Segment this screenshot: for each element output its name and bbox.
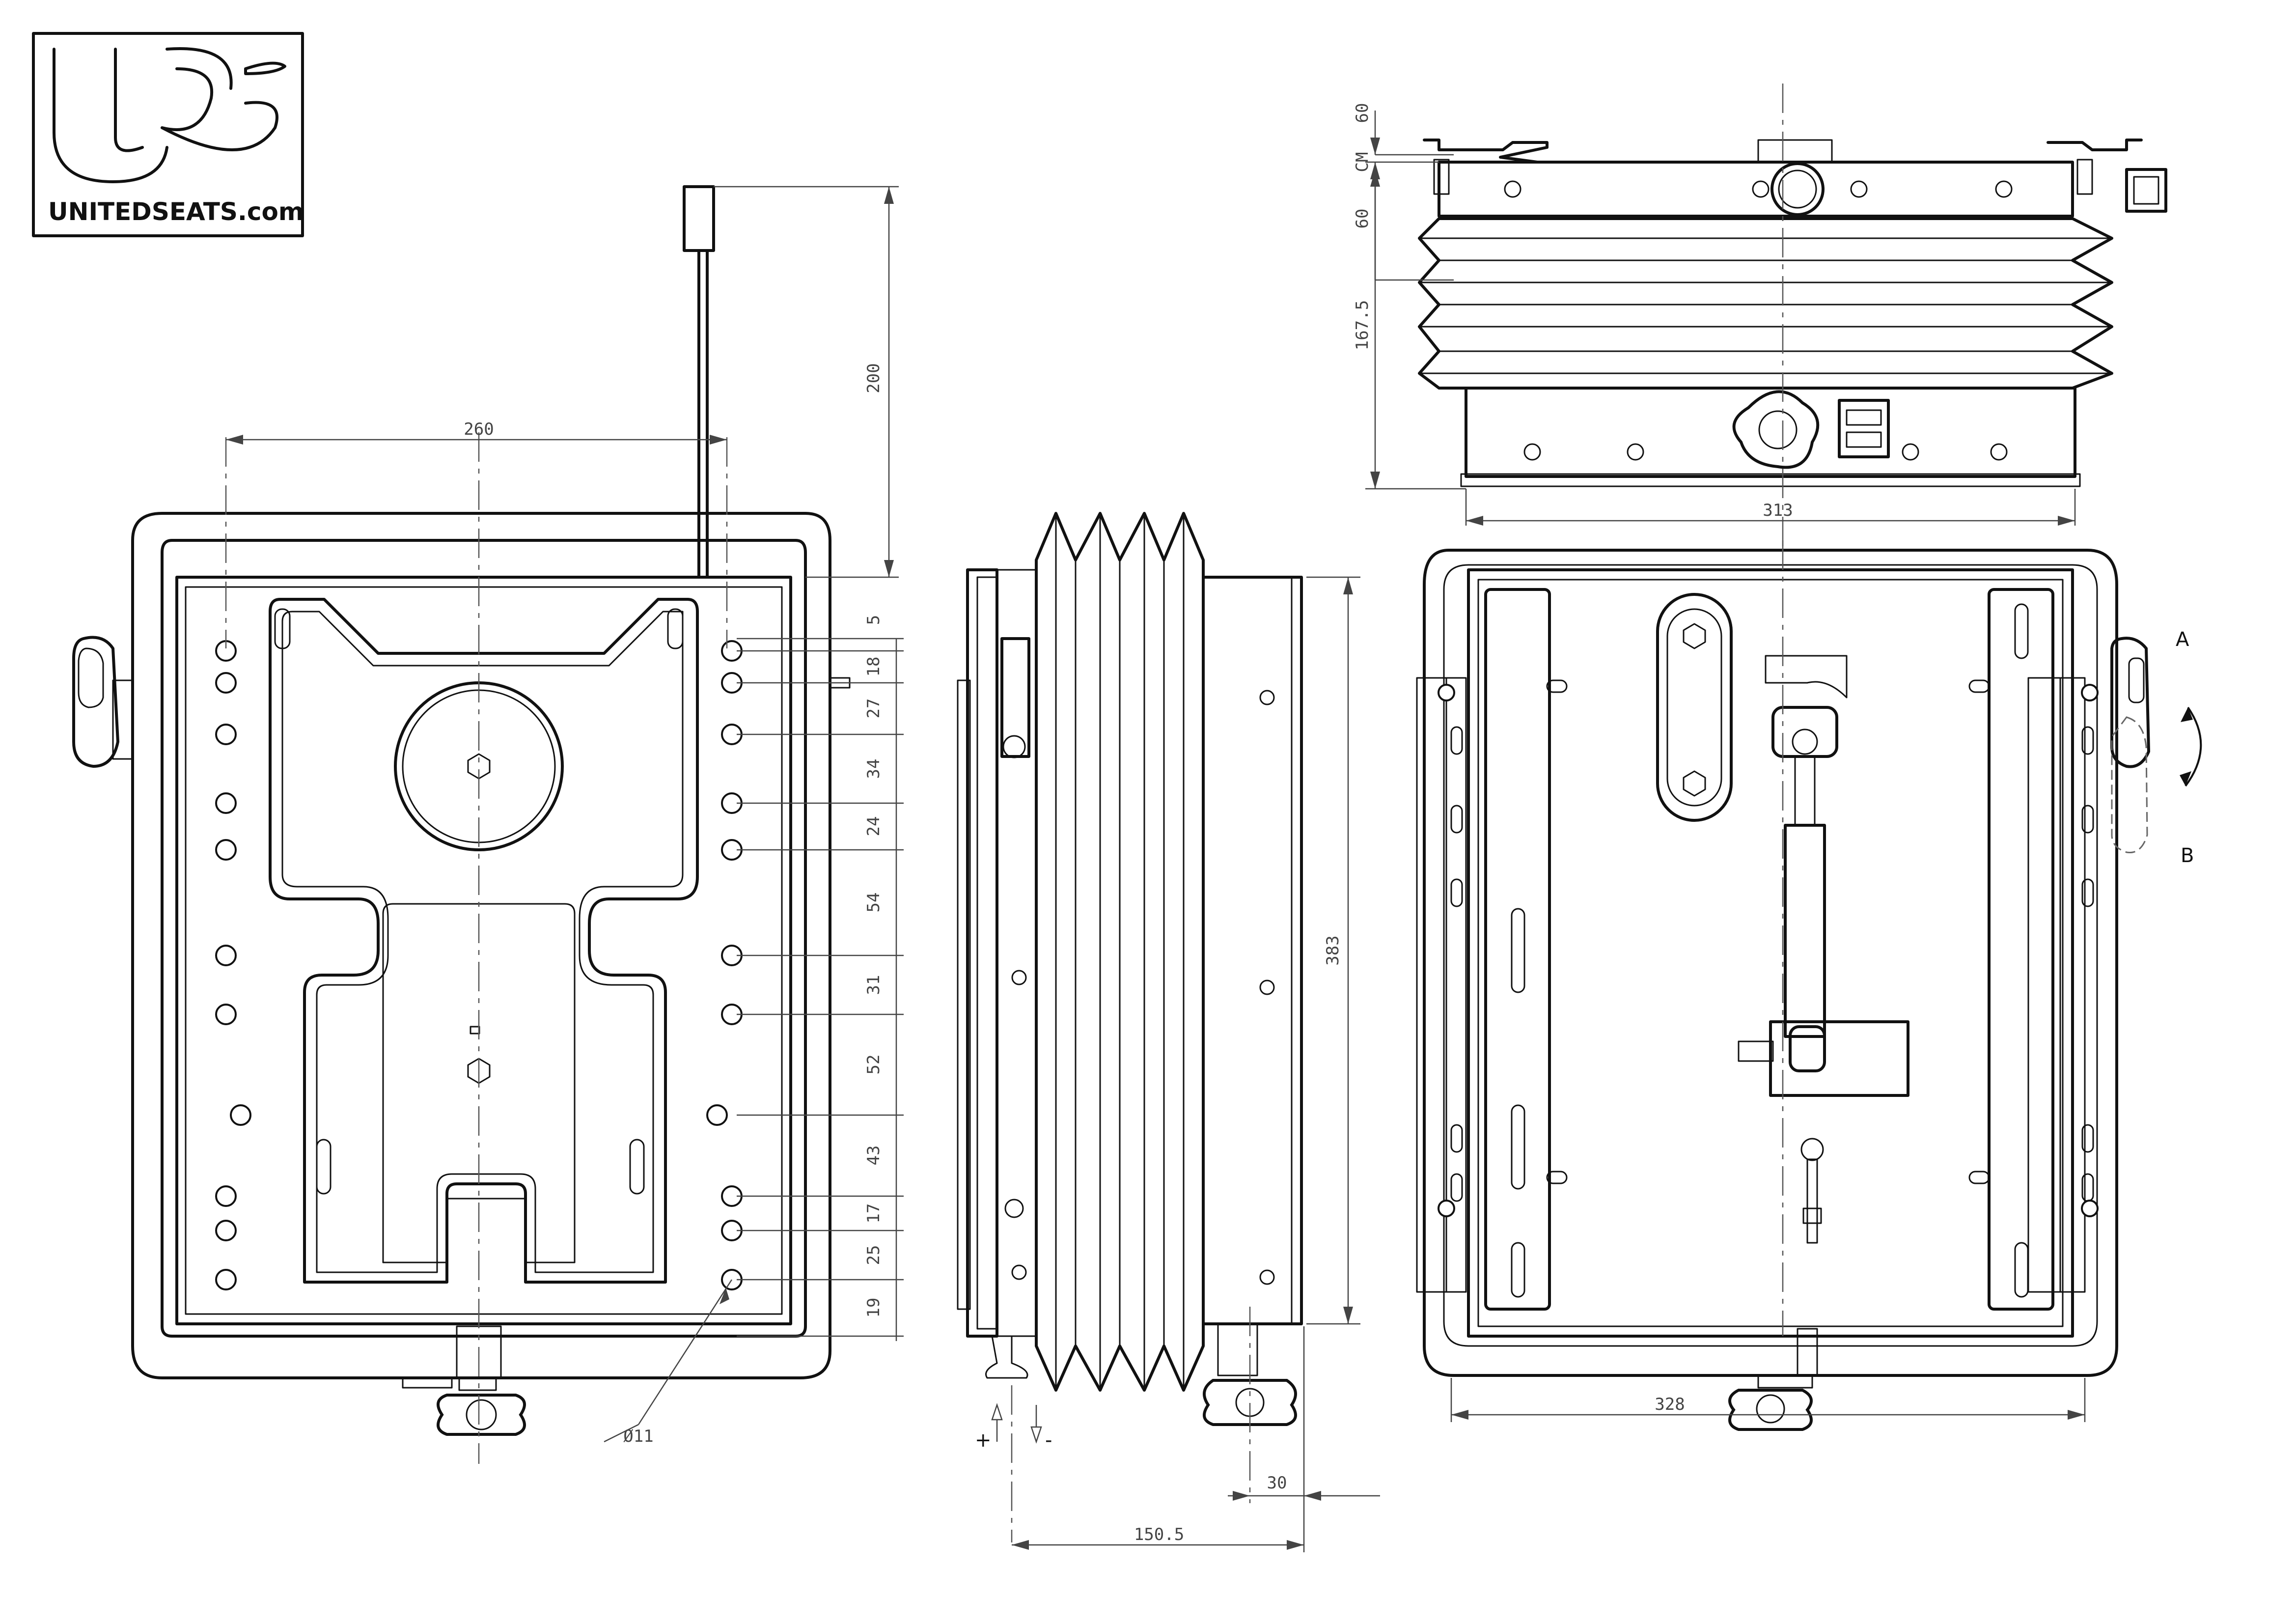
side-view: + - 383 30 150.5 [957,512,1380,1552]
step-dim-1: 18 [864,657,884,677]
step-dim-3: 34 [864,759,884,779]
dim-top-60-a: 60 [1353,103,1372,123]
dim-offset-30: 30 [1267,1473,1287,1493]
front-view: 167.5 60 CM 60 313 [1353,84,2167,550]
rail-slots [1450,603,2094,1298]
step-dim-ticks [737,638,904,1337]
step-dim-5: 54 [864,893,884,913]
step-dim-4: 24 [864,816,884,837]
dim-stroke-label: CM [1353,152,1372,172]
step-dim-7: 52 [864,1055,884,1075]
dim-width-328: 328 [1655,1395,1685,1414]
dim-top-60-b: 60 [1353,209,1372,229]
bottom-view: A B 328 [1416,540,2202,1431]
unitedseats-logo: UNITEDSEATS.com [32,32,304,237]
adjust-minus: - [1045,1429,1052,1452]
step-dim-2: 27 [864,699,884,719]
adjust-plus: + [975,1429,992,1452]
label-a: A [2176,628,2189,651]
dim-width-260: 260 [464,420,494,439]
step-dim-11: 19 [864,1298,884,1318]
step-dim-0: 5 [864,615,884,625]
mounting-holes-left [215,640,251,1290]
mounting-holes-right [706,640,743,1290]
dim-height-167-5: 167.5 [1353,300,1372,350]
dim-height-383: 383 [1323,935,1343,965]
dim-rod-200: 200 [864,363,884,393]
logo-text: UNITEDSEATS.com [48,197,304,226]
dim-depth-150-5: 150.5 [1134,1525,1184,1544]
step-dim-8: 43 [864,1146,884,1166]
dim-width-313: 313 [1763,501,1793,520]
top-view: 260 200 5 18 27 34 24 54 31 [72,185,904,1464]
step-dim-9: 17 [864,1204,884,1224]
step-dim-6: 31 [864,975,884,995]
dim-hole-diameter: Ø11 [623,1427,653,1446]
step-dim-10: 25 [864,1245,884,1265]
label-b: B [2181,844,2194,867]
